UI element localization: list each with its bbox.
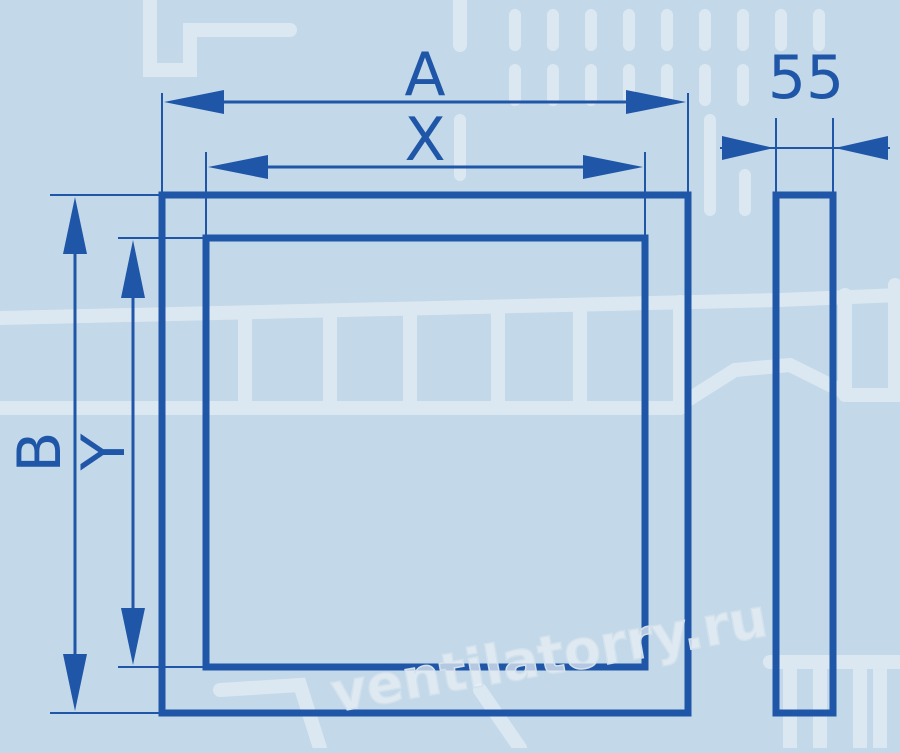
- dimension-line-b: [63, 197, 87, 711]
- label-a: A: [404, 40, 445, 110]
- outer-frame: [158, 191, 692, 717]
- label-55: 55: [768, 43, 844, 113]
- dimension-line-x: [208, 155, 643, 179]
- label-y: Y: [69, 433, 139, 471]
- dimension-line-a: [164, 90, 686, 114]
- extension-lines: [50, 93, 834, 714]
- dimension-line-y: [121, 240, 145, 665]
- side-profile: [772, 191, 837, 717]
- watermark-text: ventilatorry.ru: [326, 586, 772, 725]
- dimension-line-depth: [720, 136, 890, 160]
- label-x: X: [404, 105, 445, 175]
- label-b: B: [5, 431, 75, 472]
- inner-opening: [202, 234, 649, 671]
